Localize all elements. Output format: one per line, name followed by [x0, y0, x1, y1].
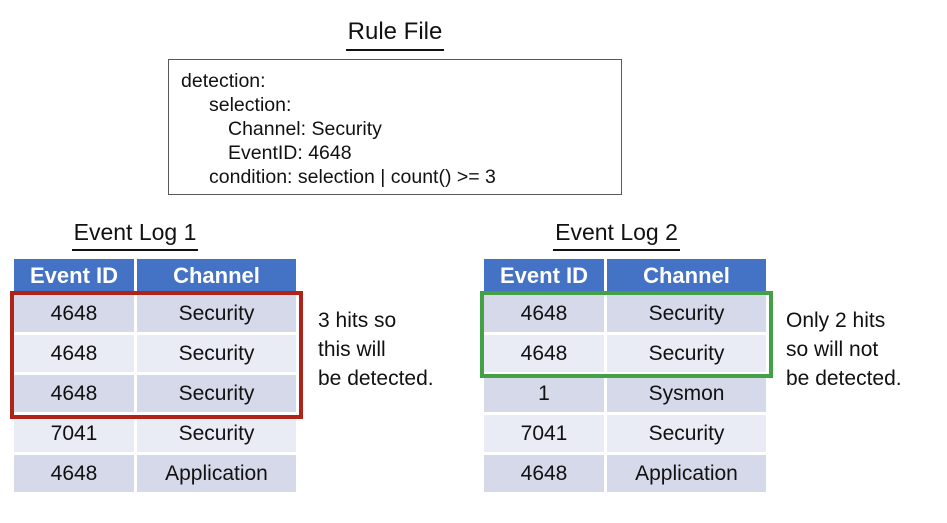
log2-row3-event-id: 7041 — [484, 415, 604, 452]
log1-note-line3: be detected. — [318, 367, 434, 390]
log2-row2-channel: Sysmon — [607, 375, 766, 412]
log2-note-line3: be detected. — [786, 367, 902, 390]
event-log-2-title: Event Log 2 — [484, 219, 749, 251]
log2-header-event-id: Event ID — [484, 259, 604, 292]
log1-row2-event-id: 4648 — [14, 375, 134, 412]
log2-header-channel: Channel — [607, 259, 766, 292]
log2-row4-event-id: 4648 — [484, 455, 604, 492]
log1-row1-event-id: 4648 — [14, 335, 134, 372]
event-log-1-title-text: Event Log 1 — [71, 219, 199, 251]
log1-row2-channel: Security — [137, 375, 296, 412]
log2-note-line1: Only 2 hits — [786, 309, 886, 332]
log2-row2-event-id: 1 — [484, 375, 604, 412]
rule-line-eventid: EventID: 4648 — [228, 142, 352, 164]
log2-note: Only 2 hits so will not be detected. — [786, 306, 902, 393]
log1-row1-channel: Security — [137, 335, 296, 372]
log2-note-line2: so will not — [786, 338, 879, 361]
log1-row3-event-id: 7041 — [14, 415, 134, 452]
rule-line-detection: detection: — [181, 70, 266, 92]
event-log-2-title-text: Event Log 2 — [553, 219, 680, 251]
event-log-1-table: Event ID Channel 4648 Security 4648 Secu… — [14, 259, 296, 492]
log1-header-channel: Channel — [137, 259, 296, 292]
rule-line-condition: condition: selection | count() >= 3 — [209, 166, 496, 188]
event-log-1-title: Event Log 1 — [14, 219, 256, 251]
rule-file-title: Rule File — [168, 18, 622, 51]
log1-row0-channel: Security — [137, 295, 296, 332]
log2-row3-channel: Security — [607, 415, 766, 452]
log2-row0-event-id: 4648 — [484, 295, 604, 332]
log1-row0-event-id: 4648 — [14, 295, 134, 332]
log1-row4-channel: Application — [137, 455, 296, 492]
log1-note: 3 hits so this will be detected. — [318, 306, 434, 393]
log1-header-event-id: Event ID — [14, 259, 134, 292]
log2-row1-event-id: 4648 — [484, 335, 604, 372]
log1-row3-channel: Security — [137, 415, 296, 452]
event-log-2-table: Event ID Channel 4648 Security 4648 Secu… — [484, 259, 766, 492]
log1-note-line1: 3 hits so — [318, 309, 397, 332]
rule-line-channel: Channel: Security — [228, 118, 382, 140]
rule-file-box: detection: selection: Channel: Security … — [168, 59, 622, 195]
log2-row4-channel: Application — [607, 455, 766, 492]
log2-row1-channel: Security — [607, 335, 766, 372]
log1-row4-event-id: 4648 — [14, 455, 134, 492]
log2-row0-channel: Security — [607, 295, 766, 332]
log1-note-line2: this will — [318, 338, 386, 361]
rule-line-selection: selection: — [209, 94, 292, 116]
rule-file-title-text: Rule File — [345, 18, 445, 51]
